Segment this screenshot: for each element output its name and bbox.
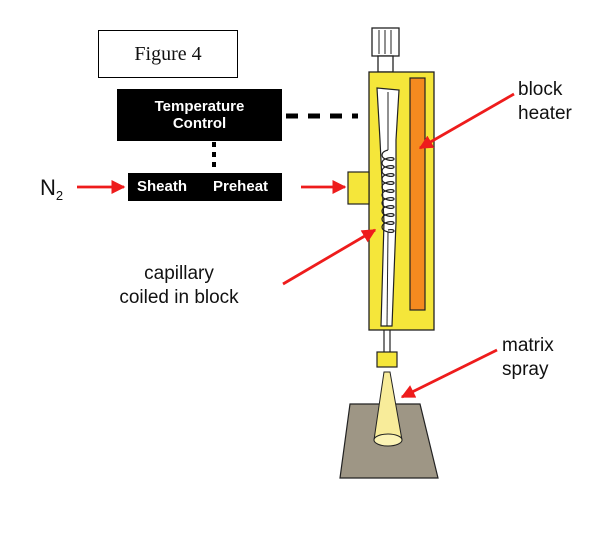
block-heater-label-line1: block (518, 79, 563, 100)
sheath-preheat-box: Sheath Preheat (128, 173, 282, 201)
matrix-spray-label-line1: matrix (502, 335, 554, 356)
block-heater-label: block heater (518, 78, 572, 126)
capillary-arrow (282, 228, 377, 286)
n2-gas-label: N2 (40, 176, 63, 208)
block-heater-label-line2: heater (518, 103, 572, 124)
sheath-label: Sheath (137, 178, 188, 195)
capillary-lower (386, 231, 389, 327)
capillary-label: capillary coiled in block (104, 262, 254, 310)
matrix-spray-arrow (400, 348, 498, 399)
top-fitting (371, 27, 400, 73)
spray-cone (373, 371, 403, 447)
n2-symbol: N (40, 175, 56, 200)
temperature-control-line1: Temperature (154, 98, 245, 115)
n2-subscript: 2 (55, 188, 64, 203)
preheat-label: Preheat (213, 178, 269, 195)
block-heater-arrow (418, 92, 515, 150)
heater-element (409, 77, 426, 311)
capillary-channel (376, 87, 400, 327)
side-inlet-fitting (347, 171, 370, 205)
capillary-label-line1: capillary (144, 263, 214, 284)
temperature-control-box: Temperature Control (117, 89, 282, 141)
capillary-label-line2: coiled in block (119, 287, 239, 308)
capillary-coil (381, 149, 395, 234)
temperature-control-line2: Control (172, 115, 227, 132)
matrix-spray-label: matrix spray (502, 334, 554, 382)
figure-label: Figure 4 (98, 30, 238, 78)
matrix-spray-label-line2: spray (502, 359, 549, 380)
spray-nozzle (376, 330, 398, 368)
